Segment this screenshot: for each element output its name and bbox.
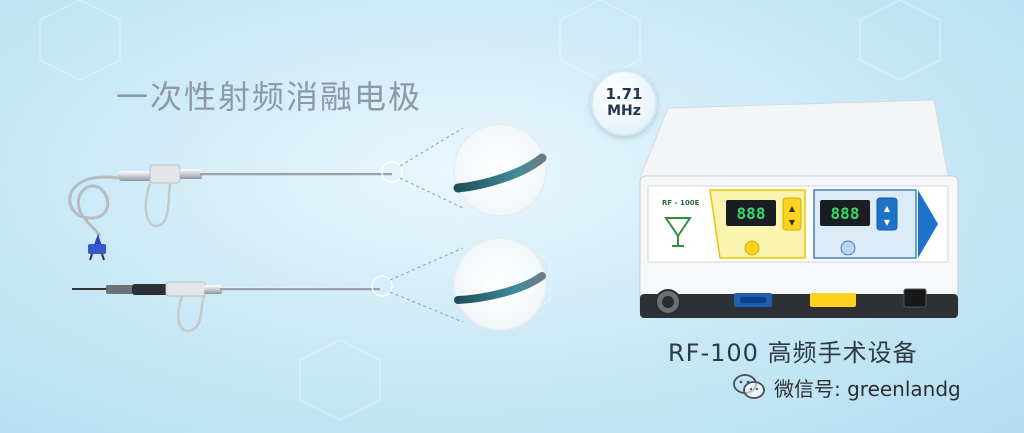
svg-text:▼: ▼: [789, 218, 796, 227]
rf-100-device: 888 ▲ ▼ 888 ▲ ▼ RF - 100E: [639, 99, 959, 318]
svg-text:▼: ▼: [884, 218, 891, 227]
frequency-value: 1.71: [605, 85, 643, 103]
product-title: 一次性射频消融电极: [116, 78, 423, 116]
svg-text:▲: ▲: [789, 204, 796, 213]
wechat-id-text: 微信号: greenlandg: [774, 376, 961, 401]
display-right-readout: 888: [831, 204, 860, 223]
wechat-watermark: 微信号: greenlandg: [732, 372, 961, 402]
panel-brand: RF - 100E: [662, 199, 700, 207]
wechat-icon: [733, 374, 765, 399]
electrode-lower: [72, 237, 547, 333]
frequency-badge: 1.71 MHz: [591, 70, 657, 136]
electrode-upper: [68, 123, 547, 261]
device-caption: RF-100 高频手术设备: [668, 339, 918, 367]
display-left-readout: 888: [737, 204, 766, 223]
svg-text:▲: ▲: [884, 204, 891, 213]
frequency-unit: MHz: [607, 103, 641, 119]
